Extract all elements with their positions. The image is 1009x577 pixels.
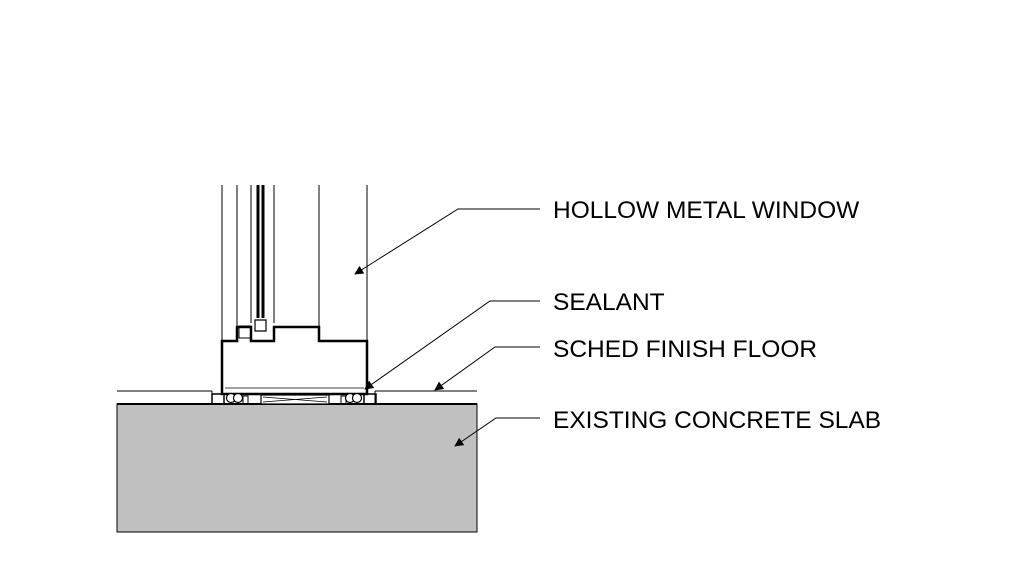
glazing-pane [256,185,265,318]
sealant-joint-right [340,392,377,405]
finish-floor [117,390,477,404]
window-frame [220,185,369,396]
leader-window [354,208,540,275]
glazing-stop [254,319,267,332]
sealant-joint-left [211,392,249,405]
leader-floor [434,346,540,391]
concrete-slab [116,403,478,533]
shim-block [260,394,330,405]
leader-sealant [364,300,540,390]
label-sealant: SEALANT [553,289,665,316]
label-hollow-metal-window: HOLLOW METAL WINDOW [553,197,860,224]
sill-profile [220,325,369,396]
label-existing-concrete-slab: EXISTING CONCRETE SLAB [553,407,881,434]
label-sched-finish-floor: SCHED FINISH FLOOR [553,336,817,363]
leader-slab [454,417,540,447]
